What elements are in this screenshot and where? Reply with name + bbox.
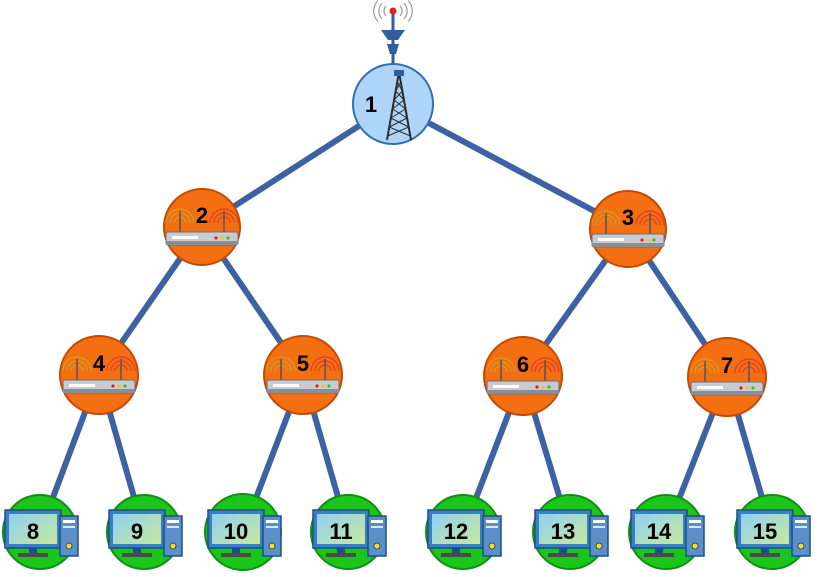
computer-icon bbox=[630, 509, 705, 557]
node-4: 4 bbox=[59, 335, 139, 415]
node-label: 12 bbox=[444, 519, 468, 544]
node-12: 12 bbox=[425, 494, 502, 570]
node-circle bbox=[483, 336, 563, 416]
router-icon bbox=[266, 356, 340, 394]
node-label: 15 bbox=[753, 519, 777, 544]
node-7: 7 bbox=[687, 337, 767, 417]
edges-layer bbox=[37, 101, 775, 535]
node-circle bbox=[687, 337, 767, 417]
node-10: 10 bbox=[204, 493, 282, 571]
node-15: 15 bbox=[734, 494, 811, 570]
computer-icon bbox=[736, 509, 811, 557]
router-icon bbox=[690, 358, 764, 396]
computer-icon bbox=[4, 509, 79, 557]
node-circle bbox=[59, 335, 139, 415]
node-label: 14 bbox=[647, 519, 672, 544]
node-1: 1 bbox=[352, 63, 434, 145]
node-label: 8 bbox=[27, 519, 39, 544]
computer-icon bbox=[207, 509, 282, 557]
node-11: 11 bbox=[310, 494, 387, 570]
node-2: 2 bbox=[163, 188, 241, 266]
node-label: 13 bbox=[551, 519, 575, 544]
router-icon bbox=[62, 356, 136, 394]
computer-icon bbox=[108, 509, 183, 557]
node-label: 2 bbox=[196, 203, 208, 228]
node-label: 6 bbox=[517, 352, 529, 377]
node-circle bbox=[589, 190, 667, 268]
node-label: 5 bbox=[297, 351, 309, 376]
computer-icon bbox=[427, 509, 502, 557]
node-circle bbox=[163, 188, 241, 266]
node-circle bbox=[263, 335, 343, 415]
node-label: 4 bbox=[93, 351, 106, 376]
edge-1-3 bbox=[390, 101, 631, 232]
router-icon bbox=[486, 357, 560, 395]
computer-icon bbox=[534, 509, 609, 557]
node-6: 6 bbox=[483, 336, 563, 416]
node-5: 5 bbox=[263, 335, 343, 415]
tower-icon bbox=[386, 70, 412, 141]
antenna-icon bbox=[373, 0, 413, 66]
node-label: 7 bbox=[721, 353, 733, 378]
node-3: 3 bbox=[589, 190, 667, 268]
router-icon bbox=[165, 208, 239, 246]
node-13: 13 bbox=[532, 494, 609, 570]
node-label: 11 bbox=[329, 519, 352, 544]
node-9: 9 bbox=[106, 494, 183, 570]
node-label: 1 bbox=[365, 92, 377, 117]
router-icon bbox=[591, 210, 665, 248]
computer-icon bbox=[312, 509, 387, 557]
node-label: 9 bbox=[131, 519, 143, 544]
node-8: 8 bbox=[2, 494, 79, 570]
node-label: 3 bbox=[622, 205, 634, 230]
node-label: 10 bbox=[224, 519, 248, 544]
node-14: 14 bbox=[628, 494, 705, 570]
